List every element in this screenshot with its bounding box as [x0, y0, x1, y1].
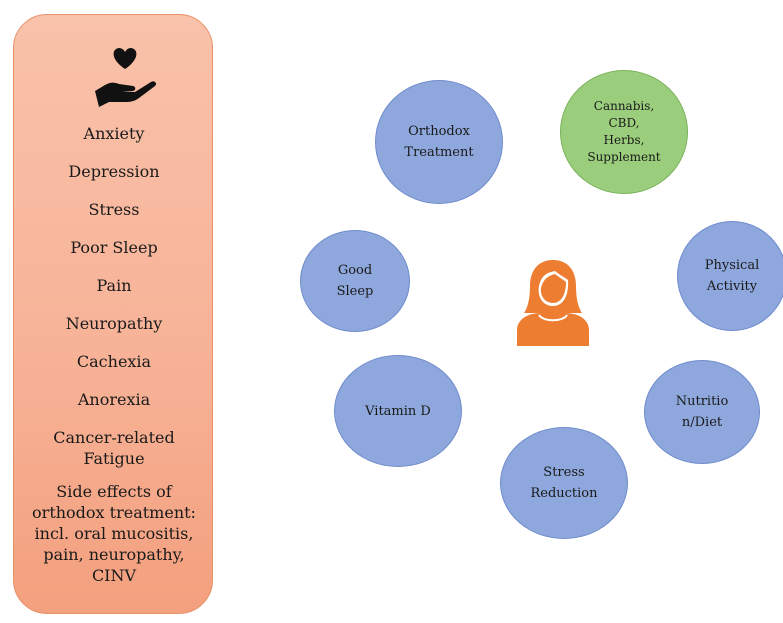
node-label: Good Sleep [336, 263, 374, 299]
node-good-sleep: Good Sleep [300, 230, 410, 332]
node-label: Nutritio n/Diet [675, 394, 729, 430]
person-icon [517, 260, 589, 346]
node-physical-activity: Physical Activity [677, 221, 783, 331]
symptom-item-pain: Pain [96, 276, 132, 295]
node-vitamin-d: Vitamin D [334, 355, 462, 467]
symptom-item-neuropathy: Neuropathy [65, 314, 163, 333]
node-orthodox-treatment: Orthodox Treatment [375, 80, 503, 204]
symptom-item-cachexia: Cachexia [76, 352, 152, 371]
node-nutrition-diet: Nutritio n/Diet [644, 360, 760, 464]
node-label: Orthodox Treatment [404, 124, 474, 160]
symptom-item-anorexia: Anorexia [77, 390, 151, 409]
node-label: Stress Reduction [530, 465, 598, 501]
node-label: Physical Activity [704, 258, 760, 294]
hand-holding-heart-icon [95, 48, 157, 107]
symptom-item-anxiety: Anxiety [83, 124, 145, 143]
node-stress-reduction: Stress Reduction [500, 427, 628, 539]
symptom-item-side-effects: Side effects of orthodox treatment: incl… [32, 482, 196, 585]
symptom-item-poor-sleep: Poor Sleep [70, 238, 158, 257]
symptom-item-cancer-fatigue: Cancer-related Fatigue [53, 428, 175, 468]
symptom-list: Anxiety Depression Stress Poor Sleep Pai… [14, 123, 214, 598]
symptom-item-depression: Depression [68, 162, 160, 181]
node-cannabis-cbd-herbs: Cannabis, CBD, Herbs, Supplement [560, 70, 688, 194]
node-label: Cannabis, CBD, Herbs, Supplement [587, 99, 661, 164]
symptom-item-stress: Stress [88, 200, 140, 219]
symptoms-panel: Anxiety Depression Stress Poor Sleep Pai… [13, 14, 213, 614]
node-label: Vitamin D [365, 403, 431, 419]
